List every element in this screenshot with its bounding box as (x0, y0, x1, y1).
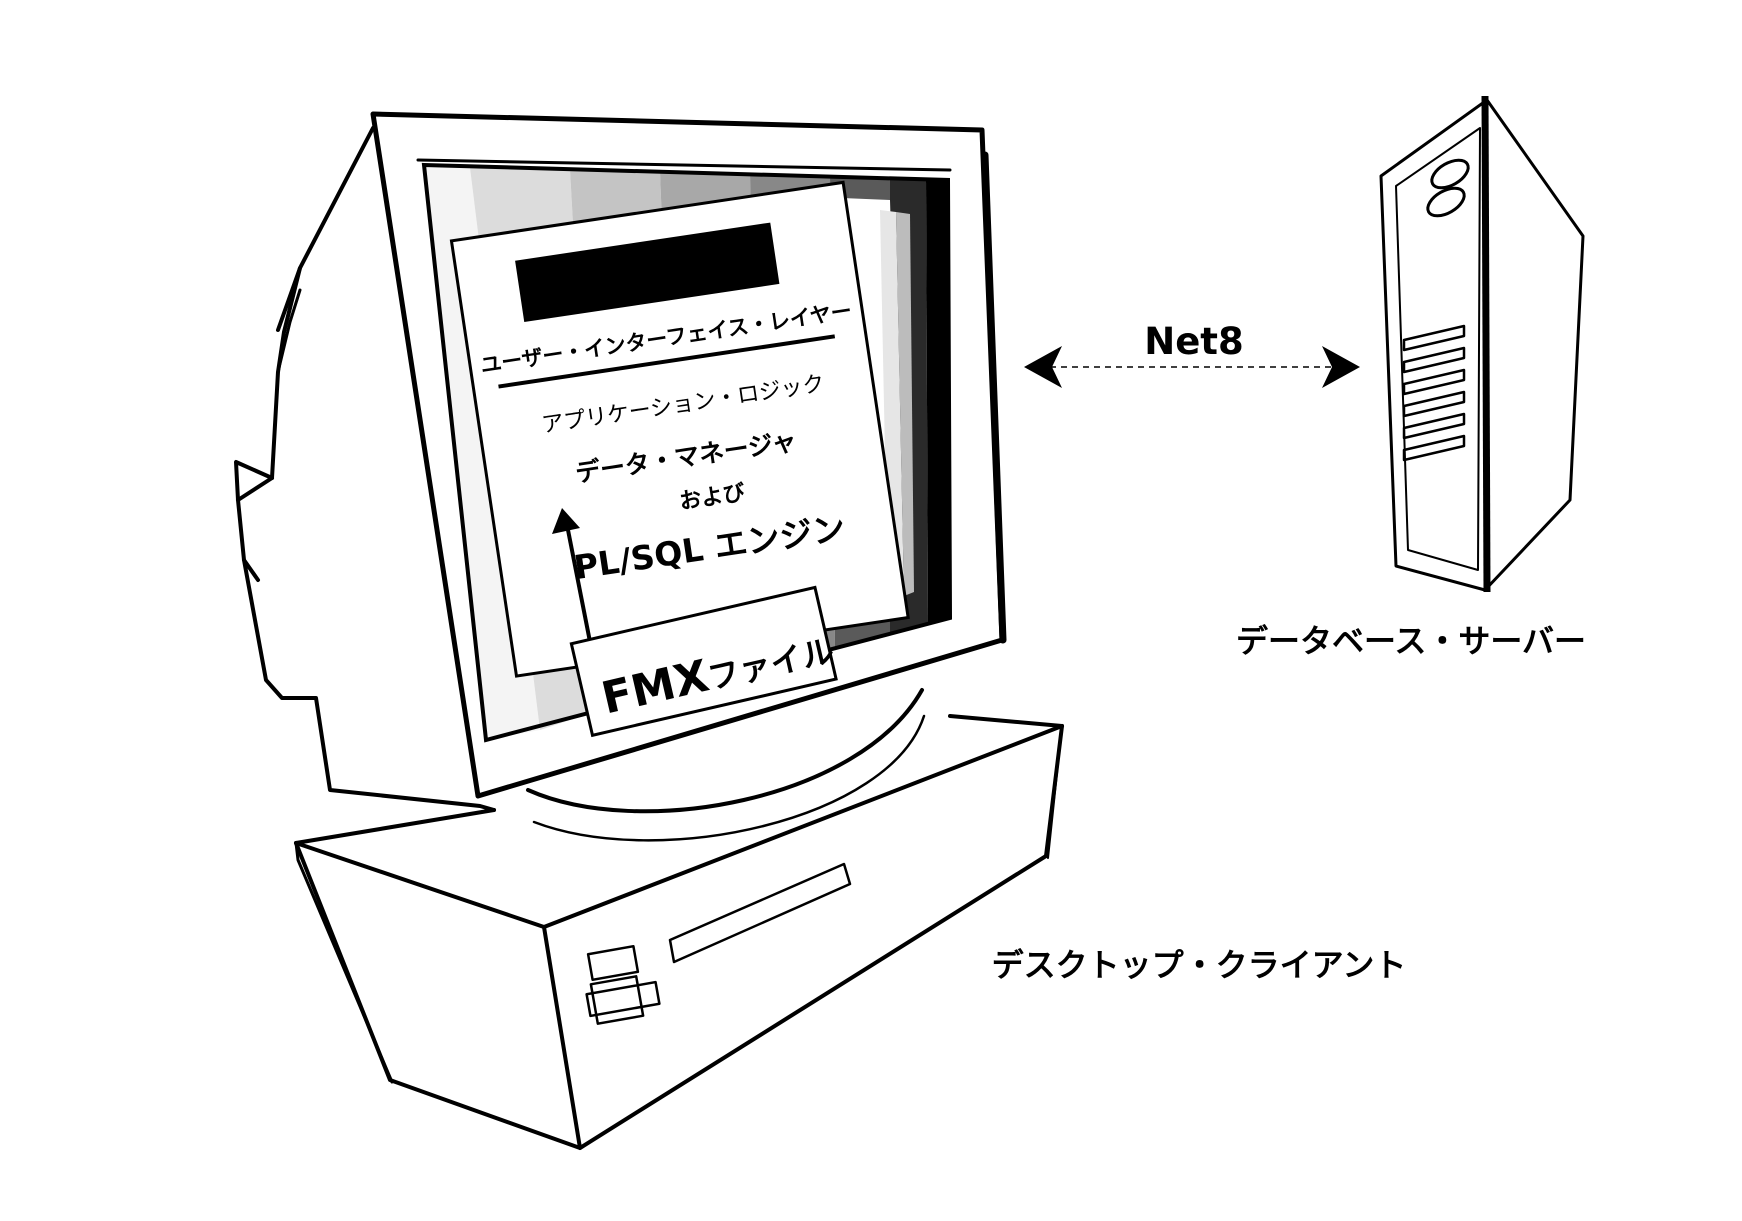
net8-label: Net8 (1144, 320, 1244, 363)
monitor-screen: Runtime ユーザー・インターフェイス・レイヤー アプリケーション・ロジック… (421, 162, 953, 743)
server-vents (1402, 324, 1466, 462)
desktop-case (294, 714, 1064, 1150)
runtime-title-box (515, 222, 780, 323)
net8-connection: Net8 (1024, 320, 1360, 388)
server-button-top (1430, 158, 1470, 190)
fmx-file-card: FMXファイル (569, 585, 838, 738)
server-label: データベース・サーバー (1236, 622, 1586, 660)
runtime-card: Runtime ユーザー・インターフェイス・レイヤー アプリケーション・ロジック… (449, 180, 910, 678)
load-arrow (552, 508, 594, 653)
net8-arrow-left (1024, 346, 1062, 388)
client-label: デスクトップ・クライアント (992, 946, 1407, 984)
desktop-client-illustration (234, 111, 1064, 1150)
monitor-bezel (370, 111, 1007, 799)
monitor-housing (234, 126, 496, 812)
monitor-stand (526, 688, 926, 842)
net8-arrow-right (1322, 346, 1360, 388)
server-button-bottom (1426, 186, 1466, 218)
layer-divider (498, 334, 836, 389)
database-server-illustration (1379, 95, 1585, 593)
